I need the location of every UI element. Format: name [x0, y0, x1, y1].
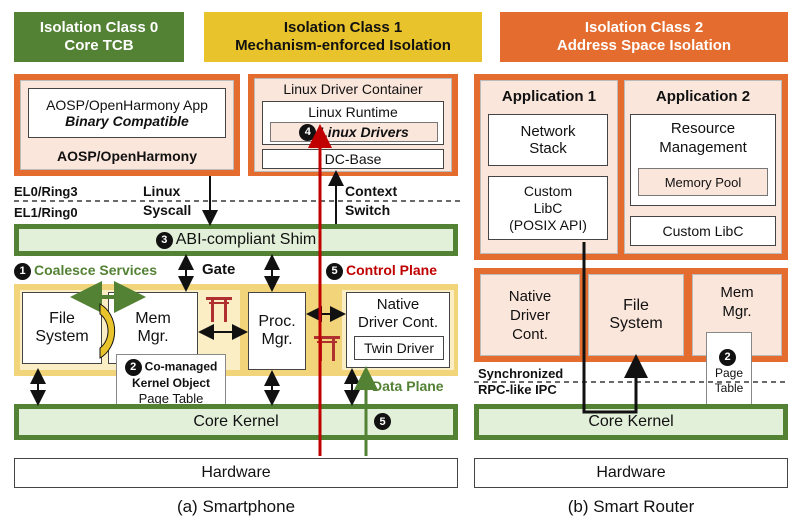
core-kernel-label: Core Kernel	[193, 413, 279, 430]
linux-syscall-line2: Syscall	[143, 202, 192, 218]
linux-drivers-label: Linux Drivers	[319, 124, 409, 140]
router-mem-mgr-label: Mem Mgr.	[693, 283, 781, 321]
app2-title: Application 2	[655, 87, 751, 105]
header-class1-subtitle: Mechanism-enforced Isolation	[235, 37, 451, 54]
resource-mgmt-line2: Management	[659, 139, 747, 156]
router-page-line2: Table	[714, 380, 744, 395]
linux-syscall-line1: Linux	[143, 183, 181, 199]
custom-libc-line3: (POSIX API)	[509, 216, 587, 233]
comanaged-text: Co-managed	[144, 359, 218, 374]
context-switch-line2: Switch	[345, 202, 391, 218]
custom-libc-line2: LibC	[533, 199, 563, 216]
router-badge-2: 2	[719, 348, 736, 366]
coalesce-text: Coalesce Services	[34, 262, 157, 278]
native-driver-line2: Driver Cont.	[357, 314, 439, 331]
proc-mgr-line1: Proc.	[258, 313, 296, 330]
aosp-app-label: AOSP/OpenHarmony App	[46, 97, 208, 113]
ldc-title: Linux Driver Container	[283, 81, 423, 97]
router-native-line3: Cont.	[512, 325, 548, 343]
proc-mgr-box: Proc. Mgr.	[248, 292, 306, 370]
network-stack-box: Network Stack	[488, 114, 608, 166]
router-fs-line2: System	[609, 315, 663, 332]
native-driver-label: Native Driver Cont.	[347, 296, 449, 332]
sync-ipc-line1: Synchronized	[478, 366, 564, 381]
router-native-line1: Native	[508, 287, 552, 305]
router-native-line2: Driver	[510, 306, 550, 324]
resource-mgmt-line1: Resource	[670, 120, 736, 137]
hardware-right-box: Hardware	[474, 458, 788, 488]
gate-label: Gate	[202, 261, 236, 278]
router-mem-line1: Mem	[720, 284, 754, 301]
header-class2-subtitle: Address Space Isolation	[556, 37, 732, 54]
router-page-line1: Page	[714, 365, 744, 380]
mem-mgr-line1: Mem	[135, 310, 171, 327]
core-kernel-bar: Core Kernel	[14, 404, 458, 440]
badge-3: 3	[155, 231, 173, 249]
badge-1: 1	[14, 262, 31, 280]
dc-base-box: DC-Base	[262, 149, 444, 169]
native-driver-line1: Native	[376, 296, 420, 313]
context-switch-label: Context Switch	[345, 182, 397, 220]
hardware-left-box: Hardware	[14, 458, 458, 488]
binary-compatible-label: Binary Compatible	[65, 113, 189, 129]
aosp-label: AOSP/OpenHarmony	[56, 148, 198, 164]
el0-label: EL0/Ring3	[14, 184, 78, 199]
coalesce-crescent	[99, 303, 116, 359]
resource-mgmt-label: Resource Management	[631, 119, 775, 157]
router-core-kernel-bar: Core Kernel	[474, 404, 788, 440]
header-class0-subtitle: Core TCB	[64, 37, 134, 54]
badge-5-control: 5	[326, 262, 343, 280]
header-isolation-class-1: Isolation Class 1 Mechanism-enforced Iso…	[204, 12, 482, 62]
header-class0-title: Isolation Class 0	[39, 19, 159, 36]
badge-5-data: 5	[374, 413, 391, 431]
context-switch-line1: Context	[345, 183, 398, 199]
custom-libc-line1: Custom	[523, 182, 573, 199]
linux-syscall-label: Linux Syscall	[143, 182, 191, 220]
aosp-app-box: AOSP/OpenHarmony App Binary Compatible	[28, 88, 226, 138]
comanaged-page-table: Page Table	[138, 390, 204, 406]
gate-icon-1	[206, 297, 232, 322]
header-class2-title: Isolation Class 2	[584, 19, 704, 36]
caption-smartphone: (a) Smartphone	[176, 497, 296, 516]
router-native-driver-box: Native Driver Cont.	[480, 274, 580, 356]
caption-router: (b) Smart Router	[567, 497, 695, 516]
custom-libc2-box: Custom LibC	[630, 216, 776, 246]
proc-mgr-line2: Mgr.	[261, 331, 293, 348]
file-system-line2: System	[35, 328, 89, 345]
badge-2: 2	[124, 358, 142, 376]
abi-shim-label: ABI-compliant Shim	[175, 231, 317, 248]
control-plane-text: Control Plane	[346, 262, 438, 278]
data-plane-label: Data Plane	[372, 378, 444, 394]
router-fs-line1: File	[623, 297, 649, 314]
mem-mgr-line2: Mgr.	[137, 328, 169, 345]
network-stack-line2: Stack	[529, 140, 567, 157]
badge-5-data-wrap: 5	[374, 413, 394, 431]
twin-driver-box: Twin Driver	[354, 336, 444, 360]
router-page-table-box: 2 Page Table	[706, 332, 752, 412]
linux-runtime-label: Linux Runtime	[308, 104, 398, 120]
sync-ipc-line2: RPC-like IPC	[478, 382, 557, 397]
router-file-system-box: File System	[588, 274, 684, 356]
file-system-line1: File	[49, 310, 75, 327]
app1-title: Application 1	[501, 87, 597, 105]
router-core-kernel-label: Core Kernel	[588, 413, 674, 430]
memory-pool-box: Memory Pool	[638, 168, 768, 196]
header-isolation-class-2: Isolation Class 2 Address Space Isolatio…	[500, 12, 788, 62]
router-ipc-path	[582, 242, 648, 414]
gate-icon-2	[314, 336, 340, 361]
sync-ipc-label: Synchronized RPC-like IPC	[478, 366, 563, 398]
network-stack-line1: Network	[520, 123, 576, 140]
abi-shim-bar: 3 ABI-compliant Shim	[14, 224, 458, 256]
el1-label: EL1/Ring0	[14, 205, 78, 220]
custom-libc-box: Custom LibC (POSIX API)	[488, 176, 608, 240]
router-mem-line2: Mgr.	[722, 303, 752, 320]
header-isolation-class-0: Isolation Class 0 Core TCB	[14, 12, 184, 62]
header-class1-title: Isolation Class 1	[283, 19, 403, 36]
comanaged-line2: Kernel Object	[131, 375, 211, 390]
